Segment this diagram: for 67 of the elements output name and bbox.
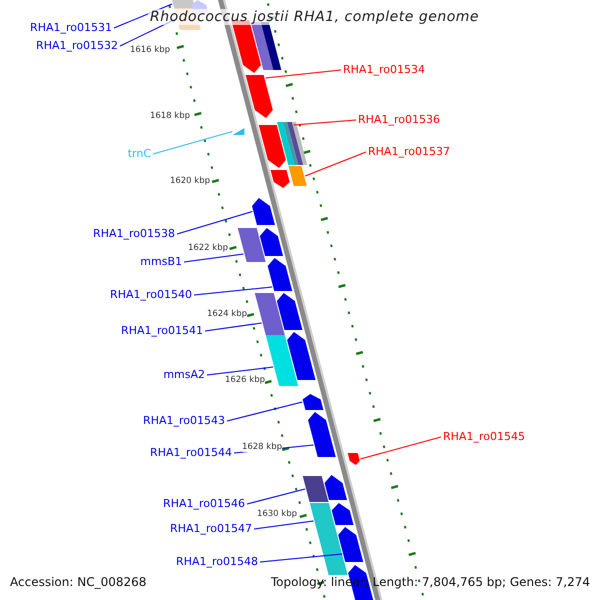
gene-label: RHA1_ro01543 [143, 414, 225, 428]
leader-line [152, 131, 233, 154]
gene-block [250, 22, 274, 70]
scale-label: 1622 kbp [188, 243, 228, 253]
gene-label: RHA1_ro01538 [93, 227, 175, 241]
gene-feature [260, 228, 284, 256]
leader-line [226, 402, 303, 422]
leader-line [360, 436, 442, 460]
scale-label: 1624 kbp [206, 309, 247, 319]
gene-block [238, 228, 266, 262]
gene-block [260, 22, 282, 70]
scale-label: 1616 kbp [130, 45, 170, 55]
leader-line [176, 211, 253, 234]
gene-feature [338, 527, 364, 562]
gene-label: RHA1_ro01540 [110, 288, 192, 302]
gene-label: trnC [128, 147, 151, 161]
scale-label: 1630 kbp [256, 509, 297, 519]
gene-label: RHA1_ro01541 [121, 324, 203, 338]
gene-block [266, 335, 298, 386]
gene-feature [332, 503, 354, 525]
gene-block [276, 122, 294, 165]
leader-line [184, 254, 244, 262]
gene-label: RHA1_ro01536 [358, 113, 440, 127]
gene-block [254, 293, 285, 335]
gene-label: RHA1_ro01547 [170, 522, 252, 536]
leader-line [246, 488, 306, 504]
leader-line [264, 70, 342, 78]
gene-label: mmsA2 [163, 368, 205, 382]
gene-feature [287, 332, 316, 380]
gene-label: mmsB1 [140, 255, 182, 269]
gene-label: RHA1_ro01537 [368, 145, 450, 159]
gene-feature [348, 453, 360, 465]
leader-line [293, 120, 356, 126]
gene-marker [232, 128, 244, 135]
gene-feature [302, 394, 324, 410]
leader-line [304, 152, 366, 176]
gene-block [288, 166, 307, 186]
gene-label: RHA1_ro01531 [30, 21, 112, 35]
gene-label: RHA1_ro01548 [176, 555, 258, 569]
gene-feature [270, 170, 290, 188]
gene-feature [258, 125, 286, 168]
scale-label: 1620 kbp [170, 176, 210, 186]
leader-line [254, 520, 314, 530]
gene-label: RHA1_ro01544 [150, 446, 232, 460]
leader-line [204, 322, 262, 332]
gene-block [282, 122, 298, 165]
leader-line [194, 286, 273, 296]
gene-block [286, 122, 304, 165]
gene-block [302, 476, 329, 502]
gene-block [310, 503, 348, 575]
gene-feature [324, 475, 347, 500]
scale-label: 1618 kbp [150, 111, 190, 121]
gene-feature [276, 293, 302, 330]
gene-label: RHA1_ro01546 [163, 497, 245, 511]
scale-label: 1626 kbp [224, 375, 265, 385]
gene-block [292, 122, 308, 165]
leader-line [206, 366, 274, 376]
gene-feature [268, 258, 292, 291]
gene-feature [246, 75, 273, 118]
footer-text: Accession: NC_008268 [10, 575, 146, 589]
gene-label: RHA1_ro01545 [443, 430, 525, 444]
gene-feature [308, 412, 336, 457]
scale-label: 1628 kbp [242, 442, 282, 452]
gene-label: RHA1_ro01534 [343, 63, 425, 77]
gene-feature [252, 198, 275, 225]
leader-line [260, 554, 343, 562]
gene-label: RHA1_ro01532 [36, 39, 118, 53]
